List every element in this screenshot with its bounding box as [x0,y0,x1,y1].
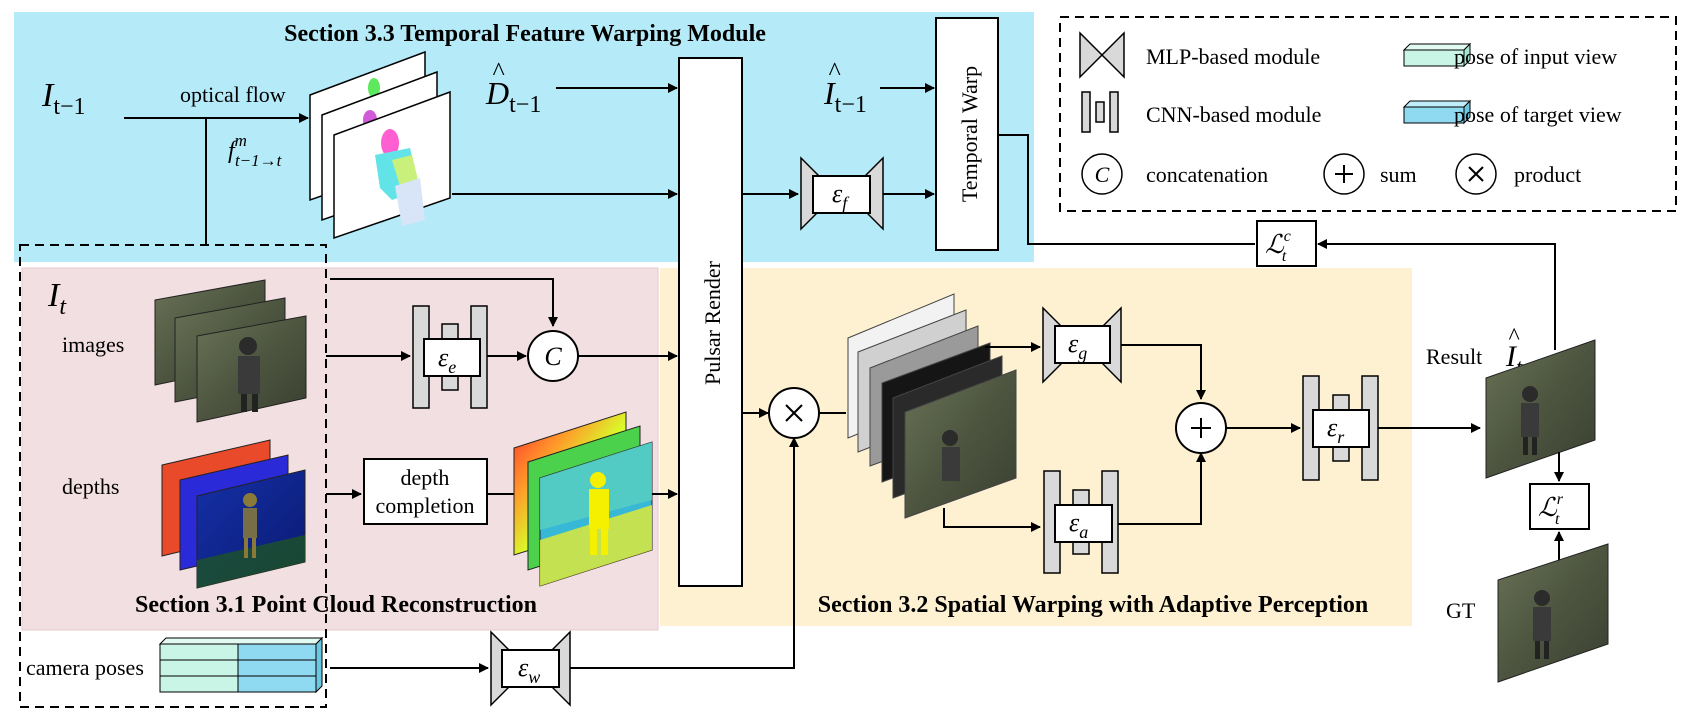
legend-sum-label: sum [1380,162,1417,187]
depth-completion-label-2: completion [376,493,475,518]
eps-r-cnn-module [1302,375,1379,481]
images-label: images [62,332,124,357]
eps-g-mlp-module [1042,306,1122,384]
eps-e-cnn-module [412,305,488,409]
optical-flow-maps [309,50,451,240]
product-legend-icon [1455,153,1497,195]
concat-node-symbol: C [544,342,562,371]
sum-node [1175,402,1227,454]
concat-legend-icon [1081,153,1123,195]
eps-a-to-sum-arrow [1118,452,1206,525]
input-group-box [19,244,327,708]
result-label: Result [1426,344,1482,369]
spatial-section-bg [660,268,1412,626]
legend-pose-input-label: pose of input view [1454,44,1617,69]
legend-pose-target-label: pose of target view [1454,102,1622,127]
loss-r-box [1529,483,1590,530]
eps-g-to-sum-arrow [1121,344,1206,400]
depth-completion-label-1: depth [401,465,450,490]
pulsar-render-box [678,57,743,587]
depths-label: depths [62,474,119,499]
result-image [1485,339,1596,479]
features-to-eps-a-arrow [943,508,1041,532]
eps-w-mlp-module [490,630,571,707]
product-node [768,387,820,439]
spatial-section-title: Section 3.2 Spatial Warping with Adaptiv… [818,592,1369,618]
I-t-label: It [47,277,67,320]
legend-product-label: product [1514,162,1581,187]
camera-poses-blocks [158,636,324,694]
temporal-warp-label: Temporal Warp [957,66,982,202]
legend-concat-label: concatenation [1146,162,1268,187]
input-depths-stack [161,439,306,589]
eps-a-cnn-module [1043,470,1119,574]
D-prev-hat: ^ [492,57,505,86]
D-prev-label: Dt−1 [485,75,541,118]
eps-f-label: εf [832,179,850,213]
legend-mlp-label: MLP-based module [1146,44,1320,69]
result-to-Lc-arrow [1317,239,1556,350]
eps-r-label: εr [1327,413,1345,447]
loss-c-box [1256,220,1317,267]
Ihat-prev-hat: ^ [828,57,841,86]
input-images-stack [154,279,307,423]
eps-a-label: εa [1069,508,1088,542]
pose-target-legend-icon [1402,99,1472,125]
Ihat-prev-label: It−1 [823,75,867,118]
mlp-module-legend-icon [1079,31,1125,79]
gt-label: GT [1446,598,1476,623]
legend: MLP-based module CNN-based module C conc… [1059,16,1677,212]
depth-completion-box [363,458,488,525]
images-to-concat-arrow [330,278,558,327]
completed-depths-stack [513,411,653,587]
Ihat-t-hat: ^ [1508,324,1520,350]
eps-w-label: εw [518,653,540,687]
feature-maps-stack [847,293,1017,519]
gt-image [1497,543,1609,683]
camera-poses-label: camera poses [26,655,144,680]
concat-legend-symbol: C [1095,162,1110,187]
pulsar-render-label: Pulsar Render [700,260,725,385]
optical-flow-label: optical flow [180,82,286,107]
pose-input-legend-icon [1402,42,1472,68]
legend-box [1059,16,1677,212]
eps-g-label: εg [1068,329,1087,363]
eps-f-mlp-module [800,156,884,231]
cnn-module-legend-icon [1081,91,1119,133]
temporal-warp-to-Lc-line [998,134,1255,245]
temporal-section-bg [14,12,1034,262]
eps-e-label: εe [438,343,456,377]
sum-legend-icon [1323,153,1365,195]
temporal-warp-box [935,17,999,251]
temporal-section-title: Section 3.3 Temporal Feature Warping Mod… [284,21,766,47]
legend-cnn-label: CNN-based module [1146,102,1321,127]
eps-w-to-product-arrow [570,437,799,669]
point-cloud-section-title: Section 3.1 Point Cloud Reconstruction [135,592,537,618]
I-prev-label: It−1 [41,77,86,120]
